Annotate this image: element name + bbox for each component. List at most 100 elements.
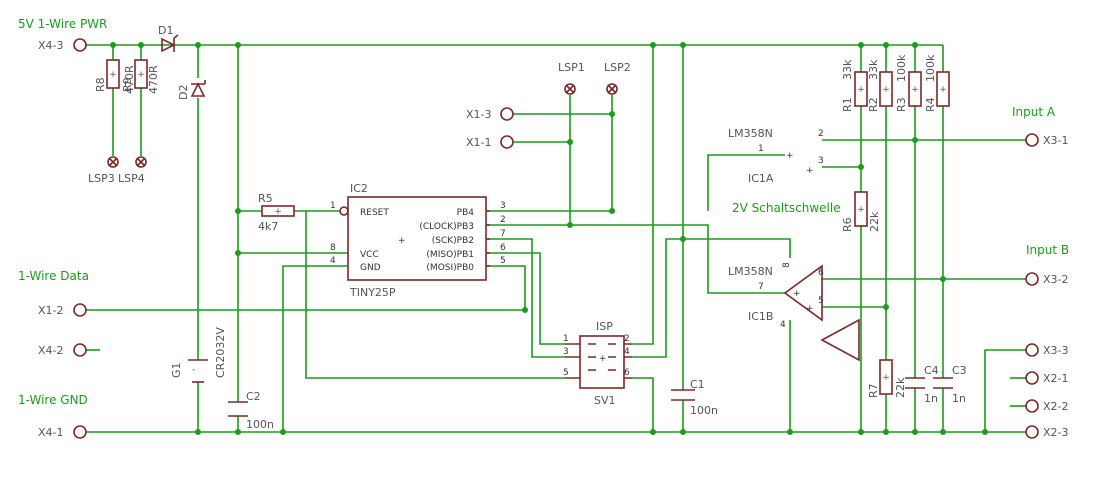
svg-text:8: 8: [782, 262, 792, 268]
svg-text:CR2032V: CR2032V: [214, 327, 227, 378]
diode-d1: D1: [158, 24, 179, 53]
svg-text:+: +: [911, 85, 919, 95]
net-label-input-a: Input A: [1012, 105, 1056, 119]
svg-text:ISP: ISP: [596, 320, 613, 333]
svg-text:IC2: IC2: [350, 182, 368, 195]
svg-text:470R: 470R: [147, 65, 160, 94]
svg-text:5: 5: [818, 296, 824, 306]
svg-text:LM358N: LM358N: [728, 265, 773, 278]
svg-text:+: +: [806, 166, 814, 176]
svg-text:3: 3: [500, 201, 506, 211]
svg-text:6: 6: [818, 268, 824, 278]
svg-text:5: 5: [500, 256, 506, 266]
svg-text:GND: GND: [360, 263, 381, 273]
svg-text:LSP3: LSP3: [88, 172, 115, 185]
svg-text:+: +: [599, 354, 607, 364]
svg-text:+: +: [786, 151, 794, 161]
opamp-ic1b: LM358N IC1B + + 7 6 5 4 8: [728, 262, 824, 330]
svg-text:R1: R1: [841, 97, 854, 112]
net-label-data: 1-Wire Data: [18, 269, 89, 283]
svg-text:X3-2: X3-2: [1043, 273, 1069, 286]
svg-text:+: +: [882, 85, 890, 95]
svg-text:C2: C2: [246, 390, 261, 403]
led-pad-lsp4: LSP4: [118, 156, 147, 185]
resistor-r7: + R7 22k: [867, 359, 907, 398]
svg-text:X4-3: X4-3: [38, 39, 64, 52]
svg-text:(MOSI)PB0: (MOSI)PB0: [426, 263, 474, 273]
diode-d2: D2: [177, 80, 206, 100]
connector-x3-3: X3-3: [1025, 343, 1069, 357]
capacitor-c2: C2 100n: [228, 390, 274, 431]
svg-text:R6: R6: [841, 217, 854, 232]
net-label-pwr: 5V 1-Wire PWR: [18, 17, 107, 31]
svg-text:4: 4: [780, 320, 786, 330]
connector-x1-1: X1-1: [466, 135, 514, 149]
svg-text:6: 6: [624, 368, 630, 378]
connector-x2-3: X2-3: [1025, 425, 1069, 439]
svg-text:SV1: SV1: [594, 394, 616, 407]
connector-x2-2: X2-2: [1025, 399, 1069, 413]
svg-text:2: 2: [818, 129, 824, 139]
svg-text:1: 1: [330, 201, 336, 211]
svg-text:+: +: [398, 236, 406, 246]
connector-x4-3: X4-3: [38, 38, 87, 52]
capacitor-c3: C3 1n: [933, 364, 967, 405]
svg-text:X4-1: X4-1: [38, 426, 64, 439]
svg-text:D2: D2: [177, 85, 190, 100]
svg-text:1: 1: [563, 334, 569, 344]
svg-text:LSP2: LSP2: [604, 61, 631, 74]
ic2-tiny25: IC2 TINY25P RESET VCC GND PB4 (CLOCK)PB3…: [330, 182, 506, 299]
battery-g1: - G1 CR2032V: [170, 327, 227, 383]
svg-text:1n: 1n: [952, 392, 966, 405]
svg-text:+: +: [939, 85, 947, 95]
svg-text:PB4: PB4: [457, 208, 475, 218]
svg-text:X1-3: X1-3: [466, 108, 492, 121]
svg-text:C4: C4: [924, 364, 939, 377]
svg-text:8: 8: [330, 243, 336, 253]
svg-text:100k: 100k: [924, 54, 937, 82]
svg-text:LSP1: LSP1: [558, 61, 585, 74]
led-pad-lsp2: LSP2: [604, 61, 631, 95]
svg-text:(SCK)PB2: (SCK)PB2: [432, 236, 474, 246]
svg-text:R3: R3: [895, 97, 908, 112]
svg-text:R9: R9: [121, 77, 134, 92]
svg-text:+: +: [806, 304, 814, 314]
svg-text:1n: 1n: [924, 392, 938, 405]
svg-text:G1: G1: [170, 362, 183, 378]
svg-text:D1: D1: [158, 24, 173, 37]
isp-header-sv1: + ISP SV1 1 3 5 2 4 6: [563, 320, 632, 407]
svg-text:7: 7: [500, 229, 506, 239]
svg-text:R5: R5: [258, 192, 273, 205]
svg-text:R4: R4: [924, 97, 937, 112]
resistor-r5: + R5 4k7: [258, 192, 295, 233]
svg-text:22k: 22k: [868, 211, 881, 232]
svg-text:X3-1: X3-1: [1043, 134, 1069, 147]
net-label-threshold: 2V Schaltschwelle: [732, 201, 841, 215]
svg-text:X2-2: X2-2: [1043, 400, 1069, 413]
svg-text:C3: C3: [952, 364, 967, 377]
svg-text:5: 5: [563, 368, 569, 378]
svg-text:(MISO)PB1: (MISO)PB1: [426, 250, 474, 260]
resistor-r1: + R1 33k: [841, 59, 868, 112]
svg-text:100n: 100n: [690, 404, 718, 417]
led-pad-lsp3: LSP3: [88, 156, 119, 185]
resistor-r8: + R8 470R: [94, 59, 136, 94]
svg-text:3: 3: [563, 347, 569, 357]
svg-text:X1-1: X1-1: [466, 136, 492, 149]
svg-text:3: 3: [818, 156, 824, 166]
connector-x4-2: X4-2: [38, 343, 87, 357]
connector-x3-2: X3-2: [1025, 272, 1069, 286]
svg-text:100n: 100n: [246, 418, 274, 431]
svg-text:-: -: [192, 365, 195, 375]
connector-x2-1: X2-1: [1025, 371, 1069, 385]
svg-text:2: 2: [624, 334, 630, 344]
wires: [86, 44, 1026, 433]
svg-text:R8: R8: [94, 77, 107, 92]
svg-text:TINY25P: TINY25P: [349, 286, 396, 299]
svg-text:X2-1: X2-1: [1043, 372, 1069, 385]
svg-text:(CLOCK)PB3: (CLOCK)PB3: [419, 222, 474, 232]
junctions: [110, 42, 988, 435]
svg-text:RESET: RESET: [360, 208, 389, 218]
svg-text:R7: R7: [867, 383, 880, 398]
resistor-r3: + R3 100k: [895, 54, 922, 112]
